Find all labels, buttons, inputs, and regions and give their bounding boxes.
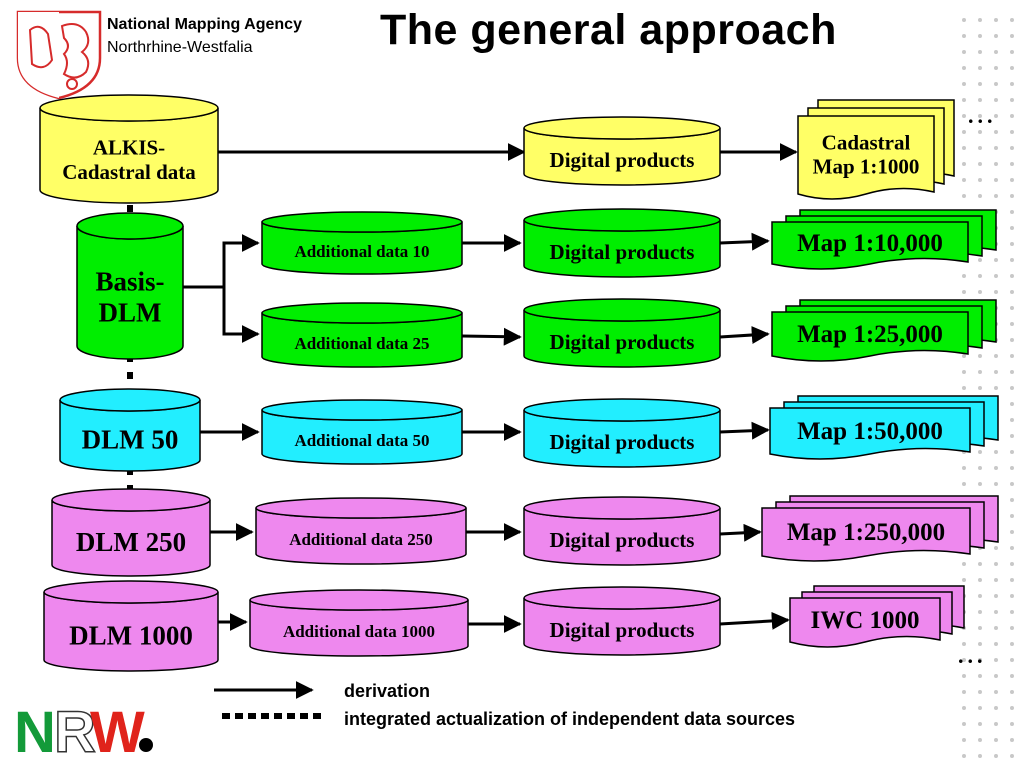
agency-name: National Mapping Agency	[107, 16, 302, 33]
map-25000: Map 1:25,000	[771, 299, 997, 362]
source-alkis-label: ALKIS-	[93, 136, 165, 160]
nrw-logo-r: R	[54, 700, 96, 765]
source-dlm-1000: DLM 1000	[43, 580, 219, 672]
map-25000-label: Map 1:25,000	[797, 321, 943, 348]
digital-products-3: Digital products	[523, 298, 721, 368]
map-iwc-1000-label: IWC 1000	[810, 607, 919, 634]
digital-products-5: Digital products	[523, 496, 721, 566]
map-iwc-1000: IWC 1000	[789, 585, 965, 648]
map-10000-label: Map 1:10,000	[797, 230, 943, 257]
agency-region: Northrhine-Westfalia	[107, 39, 253, 56]
digital-products-4-label: Digital products	[550, 430, 695, 454]
additional-data-1000: Additional data 1000	[249, 589, 469, 657]
derivation-arrows	[183, 143, 798, 633]
source-basis-dlm-label: Basis-	[95, 266, 164, 296]
source-dlm-1000-label: DLM 1000	[69, 620, 193, 650]
source-alkis: ALKIS-Cadastral data	[39, 94, 219, 204]
digital-products-1: Digital products	[523, 116, 721, 186]
additional-data-25-label: Additional data 25	[294, 334, 429, 353]
map-10000: Map 1:10,000	[771, 209, 997, 270]
digital-products-5-label: Digital products	[550, 528, 695, 552]
nrw-logo-n: N	[14, 700, 56, 765]
map-cadastral-label: Map 1:1000	[813, 154, 920, 178]
legend-integrated-label: integrated actualization of independent …	[344, 709, 796, 729]
page-title: The general approach	[380, 6, 837, 54]
additional-data-1000-label: Additional data 1000	[283, 622, 435, 641]
crest-icon	[16, 10, 102, 100]
map-cadastral-label: Cadastral	[822, 130, 911, 154]
map-250000: Map 1:250,000	[761, 495, 999, 562]
nrw-logo-w: W	[90, 700, 145, 765]
nrw-logo: N R W	[14, 699, 153, 766]
additional-data-10: Additional data 10	[261, 211, 463, 275]
digital-products-1-label: Digital products	[550, 148, 695, 172]
map-50000-label: Map 1:50,000	[797, 418, 943, 445]
source-dlm-250: DLM 250	[51, 488, 211, 577]
ellipsis-bottom: ...	[958, 643, 987, 668]
digital-products-6-label: Digital products	[550, 618, 695, 642]
additional-data-250: Additional data 250	[255, 497, 467, 565]
digital-products-4: Digital products	[523, 398, 721, 468]
source-dlm-250-label: DLM 250	[76, 527, 186, 557]
source-dlm-50: DLM 50	[59, 388, 201, 472]
digital-products-6: Digital products	[523, 586, 721, 656]
legend-derivation-label: derivation	[344, 681, 431, 701]
additional-data-25: Additional data 25	[261, 302, 463, 368]
ellipsis-top: ...	[968, 103, 997, 128]
source-basis-dlm: Basis-DLM	[76, 212, 184, 360]
map-250000-label: Map 1:250,000	[787, 519, 945, 546]
digital-products-3-label: Digital products	[550, 330, 695, 354]
additional-data-50-label: Additional data 50	[294, 431, 429, 450]
digital-products-2: Digital products	[523, 208, 721, 278]
map-50000: Map 1:50,000	[769, 395, 999, 460]
source-dlm-50-label: DLM 50	[82, 424, 179, 454]
additional-data-250-label: Additional data 250	[289, 530, 433, 549]
nrw-logo-dot	[139, 738, 153, 752]
source-alkis-label: Cadastral data	[62, 160, 196, 184]
dot-grid-decoration	[955, 8, 1020, 760]
source-basis-dlm-label: DLM	[99, 297, 162, 327]
additional-data-50: Additional data 50	[261, 399, 463, 465]
digital-products-2-label: Digital products	[550, 240, 695, 264]
additional-data-10-label: Additional data 10	[294, 242, 429, 261]
